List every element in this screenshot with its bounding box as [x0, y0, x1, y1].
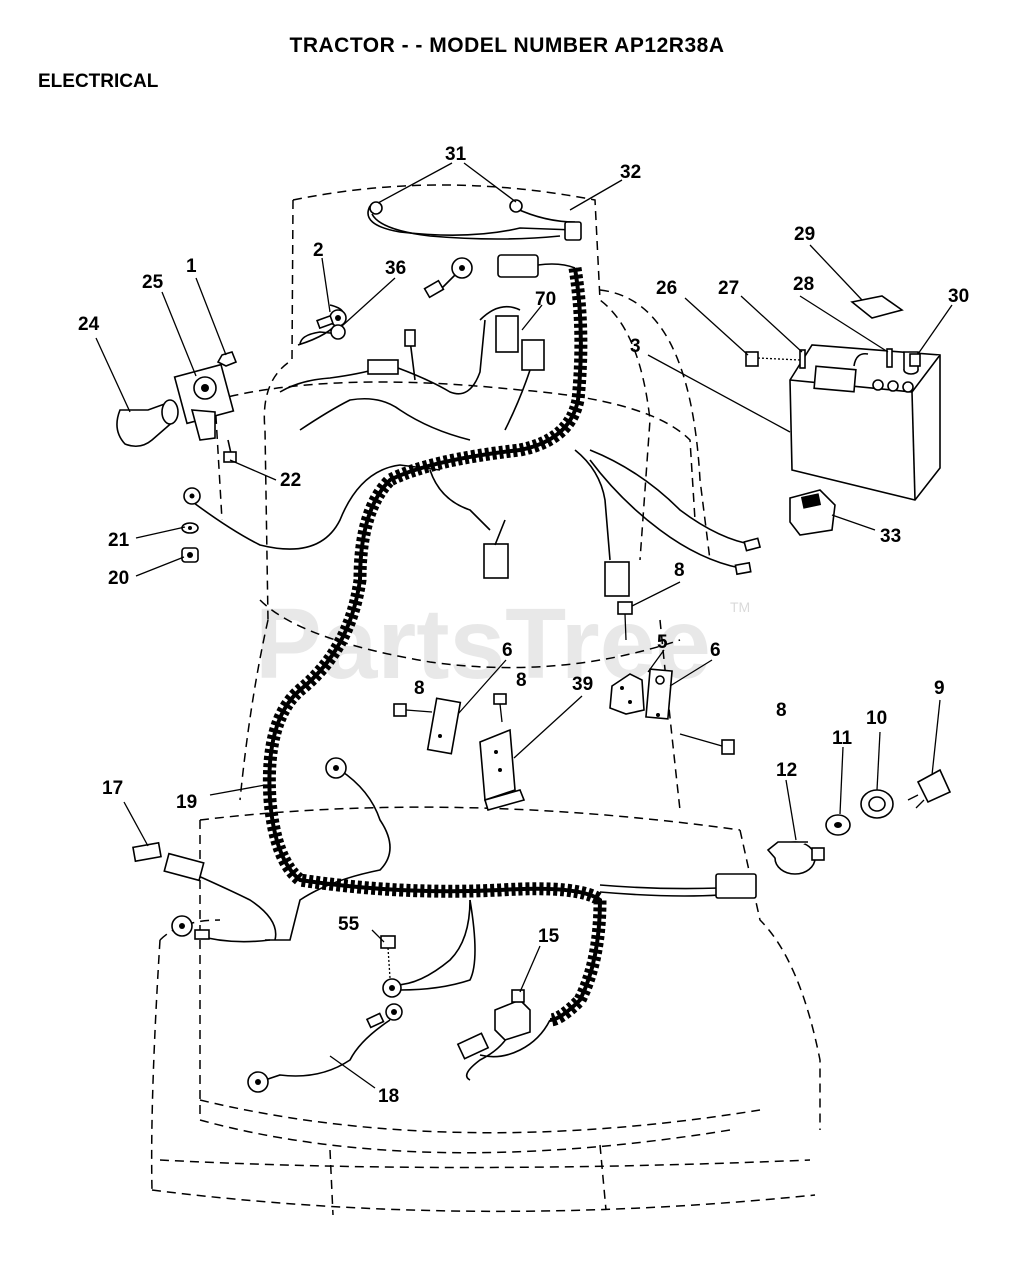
page-title: TRACTOR - - MODEL NUMBER AP12R38A [289, 34, 725, 57]
callout-32: 32 [620, 162, 641, 183]
callout-30: 30 [948, 286, 969, 307]
callout-55: 55 [338, 914, 360, 935]
callout-9: 9 [934, 678, 945, 699]
callout-8-right: 8 [776, 700, 787, 721]
misc-parts [132, 841, 531, 1041]
callout-27: 27 [718, 278, 739, 299]
callout-36: 36 [385, 258, 406, 279]
coiled-loom [262, 266, 607, 1027]
callout-6-right: 6 [710, 640, 721, 661]
callout-39: 39 [572, 674, 593, 695]
interlock-switch-group [393, 601, 735, 811]
headlight-harness [367, 199, 582, 241]
callout-18: 18 [378, 1086, 399, 1107]
callout-29: 29 [794, 224, 815, 245]
callout-2: 2 [313, 240, 324, 261]
callout-24: 24 [78, 314, 100, 335]
callout-17: 17 [102, 778, 123, 799]
callout-21: 21 [108, 530, 130, 551]
callout-26: 26 [656, 278, 677, 299]
section-title: ELECTRICAL [38, 71, 159, 92]
ring-terminals [171, 257, 473, 1093]
callout-8-middle: 8 [516, 670, 527, 691]
callout-19: 19 [176, 792, 197, 813]
callout-31: 31 [445, 144, 467, 165]
starter-solenoid-group [116, 351, 238, 563]
battery-group [745, 295, 941, 501]
callout-12: 12 [776, 760, 797, 781]
callout-25: 25 [142, 272, 164, 293]
callout-28: 28 [793, 274, 814, 295]
callout-5: 5 [657, 632, 668, 653]
callout-22: 22 [280, 470, 301, 491]
callout-1: 1 [186, 256, 197, 277]
leader-lines [95, 162, 953, 1089]
callout-70: 70 [535, 289, 556, 310]
callout-15: 15 [538, 926, 560, 947]
callout-3: 3 [630, 336, 641, 357]
main-harness-upper [189, 254, 762, 597]
rocker-switch [789, 489, 836, 536]
callout-labels: 31 32 2 36 70 3 26 27 29 28 30 1 25 24 2… [78, 144, 969, 1107]
callout-6-left: 6 [502, 640, 513, 661]
callout-20: 20 [108, 568, 129, 589]
tractor-outline [150, 184, 821, 1216]
callout-8-top: 8 [674, 560, 685, 581]
callout-11: 11 [832, 728, 853, 749]
callout-33: 33 [880, 526, 901, 547]
watermark-tm: TM [730, 599, 750, 615]
callout-10: 10 [866, 708, 887, 729]
ignition-group [766, 768, 952, 875]
callout-8-left: 8 [414, 678, 425, 699]
